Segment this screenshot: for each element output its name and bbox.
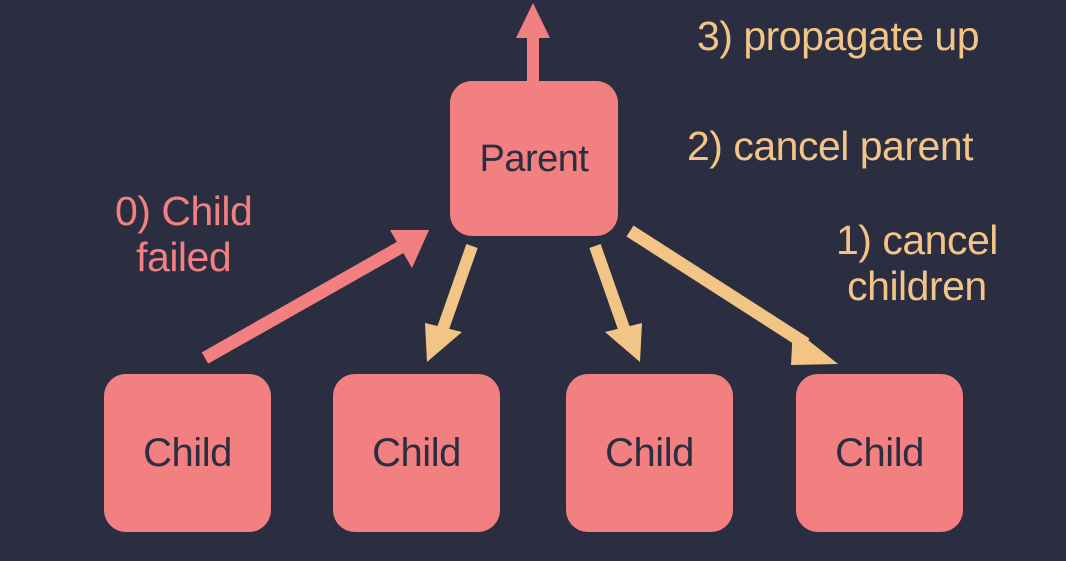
child-node-2[interactable]: Child — [333, 374, 500, 532]
step-label-cancel-parent: 2) cancel parent — [687, 123, 974, 169]
arrow-propagate-up — [516, 3, 550, 84]
parent-node[interactable]: Parent — [450, 81, 618, 236]
child-node-4-label: Child — [835, 431, 924, 475]
arrow-parent-to-child-2 — [425, 244, 478, 362]
step-label-child-failed: 0) Child failed — [115, 188, 253, 280]
child-node-4[interactable]: Child — [796, 374, 963, 532]
step-label-cancel-children: 1) cancel children — [836, 217, 998, 309]
child-node-1-label: Child — [143, 431, 232, 475]
child-node-3[interactable]: Child — [566, 374, 733, 532]
arrow-parent-to-child-4 — [626, 225, 838, 365]
parent-node-label: Parent — [479, 137, 589, 180]
child-node-1[interactable]: Child — [104, 374, 271, 532]
child-node-2-label: Child — [372, 431, 461, 475]
step-label-propagate-up: 3) propagate up — [697, 13, 980, 59]
child-node-3-label: Child — [605, 431, 694, 475]
arrow-parent-to-child-3 — [589, 244, 642, 362]
